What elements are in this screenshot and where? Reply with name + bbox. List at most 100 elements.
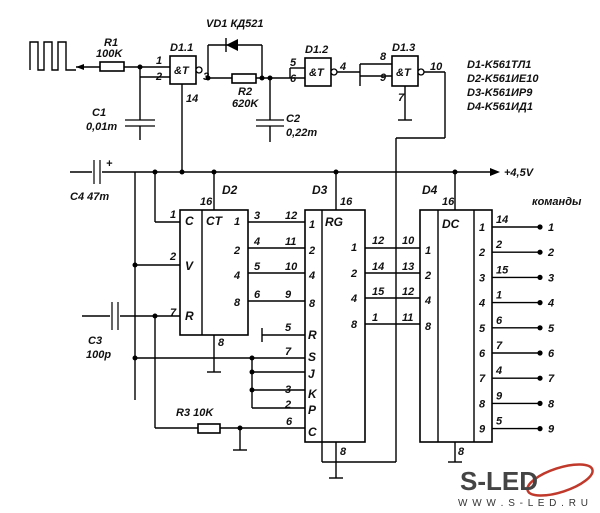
pin-label: 8 <box>351 319 358 331</box>
pin-label: 4 <box>350 293 357 305</box>
decoder-output-index: 6 <box>479 348 486 360</box>
pin-label: 16 <box>340 196 353 208</box>
pin-label: 7 <box>398 92 405 104</box>
junction-dot <box>267 75 273 81</box>
d4-type: DC <box>442 217 460 231</box>
decoder-output-index: 3 <box>479 272 485 284</box>
command-number: 7 <box>548 373 555 385</box>
command-number: 8 <box>548 398 555 410</box>
junction-dot <box>137 64 143 70</box>
d2-pin-c: C <box>185 214 194 228</box>
resistor-r1 <box>99 61 125 72</box>
pin-label: 6 <box>496 315 503 327</box>
pin-label: 4 <box>308 270 315 282</box>
r3-label: R3 10K <box>176 407 214 419</box>
pin-label: 1 <box>156 55 162 67</box>
pin-label: 5 <box>496 416 503 428</box>
pin-label: 4 <box>253 236 260 248</box>
d1-3-label: D1.3 <box>392 42 415 54</box>
d4-label: D4 <box>422 183 438 197</box>
d3-pin-p: P <box>308 403 317 417</box>
pin-label: 2 <box>308 245 315 257</box>
vcc-label: +4,5V <box>504 167 535 179</box>
d2-type: CT <box>206 214 224 228</box>
decoder-output-index: 9 <box>479 424 486 436</box>
pin-label: 8 <box>218 337 225 349</box>
command-number: 4 <box>547 298 554 310</box>
pin-label: 3 <box>254 210 260 222</box>
pin-label: 12 <box>372 235 384 247</box>
inverter-bubble <box>330 68 338 76</box>
resistor-r2 <box>231 73 257 84</box>
pin-label: 2 <box>495 239 502 251</box>
pin-label: 2 <box>169 251 176 263</box>
decoder-output-index: 8 <box>479 398 486 410</box>
pin-label: 4 <box>495 365 502 377</box>
c2-value: 0,22m <box>286 127 317 139</box>
pin-label: 9 <box>285 289 292 301</box>
pin-label: 2 <box>284 399 291 411</box>
d3-label: D3 <box>312 183 328 197</box>
junction-dot <box>249 387 255 393</box>
output-terminal <box>537 325 543 331</box>
pin-label: 14 <box>186 93 198 105</box>
pin-label: 8 <box>458 446 465 458</box>
command-number: 5 <box>548 323 555 335</box>
pin-label: 2 <box>424 270 431 282</box>
pin-label: 4 <box>233 270 240 282</box>
decoder-output-index: 2 <box>478 247 485 259</box>
d3-pin-k: K <box>308 387 318 401</box>
pin-label: 14 <box>496 214 508 226</box>
pin-label: 8 <box>380 51 387 63</box>
vd1-label: VD1 КД521 <box>206 18 264 30</box>
inverter-bubble <box>195 66 203 74</box>
decoder-output-index: 1 <box>479 222 485 234</box>
pin-label: 16 <box>442 196 455 208</box>
commands-label: команды <box>532 196 582 208</box>
pin-label: 8 <box>340 446 347 458</box>
d3-pin-c: C <box>308 425 317 439</box>
pin-label: 1 <box>351 242 357 254</box>
pin-label: 8 <box>309 298 316 310</box>
d1-2-symbol: &T <box>309 67 325 79</box>
pin-label: 15 <box>372 286 385 298</box>
junction-dot <box>249 369 255 375</box>
pin-label: 1 <box>425 245 431 257</box>
d1-2-label: D1.2 <box>305 44 328 56</box>
pin-label: 15 <box>496 264 509 276</box>
chip-list-d2: D2-K561ИЕ10 <box>467 73 539 85</box>
output-terminal <box>537 300 543 306</box>
r2-label: R2 <box>238 86 252 98</box>
pin-label: 1 <box>372 312 378 324</box>
d1-1-label: D1.1 <box>170 42 193 54</box>
junction-dot <box>132 355 138 361</box>
pin-label: 5 <box>290 57 297 69</box>
c1-value: 0,01m <box>86 121 117 133</box>
decoder-output-index: 7 <box>479 373 486 385</box>
command-number: 6 <box>548 348 555 360</box>
pin-label: 8 <box>234 297 241 309</box>
pulse-waveform-icon <box>29 41 76 71</box>
pin-label: 12 <box>285 210 297 222</box>
output-terminal <box>537 426 543 432</box>
c2-label: C2 <box>286 113 300 125</box>
c1-label: C1 <box>92 107 106 119</box>
pin-label: 11 <box>402 312 413 324</box>
chip-d3 <box>304 209 366 443</box>
pin-label: 4 <box>424 295 431 307</box>
pin-label: 10 <box>402 235 415 247</box>
pin-label: 9 <box>496 390 503 402</box>
pin-label: 6 <box>254 289 261 301</box>
r2-value: 620K <box>232 98 259 110</box>
junction-dot <box>179 169 185 175</box>
pin-label: 11 <box>285 236 296 248</box>
pin-label: 2 <box>350 268 357 280</box>
logo-url: W W W . S - L E D . R U <box>458 498 589 509</box>
pin-label: 9 <box>380 72 387 84</box>
logo-text: S-LED <box>460 466 538 496</box>
d2-pin-v: V <box>185 259 194 273</box>
decoder-output-index: 5 <box>479 323 486 335</box>
pin-label: 5 <box>285 322 292 334</box>
